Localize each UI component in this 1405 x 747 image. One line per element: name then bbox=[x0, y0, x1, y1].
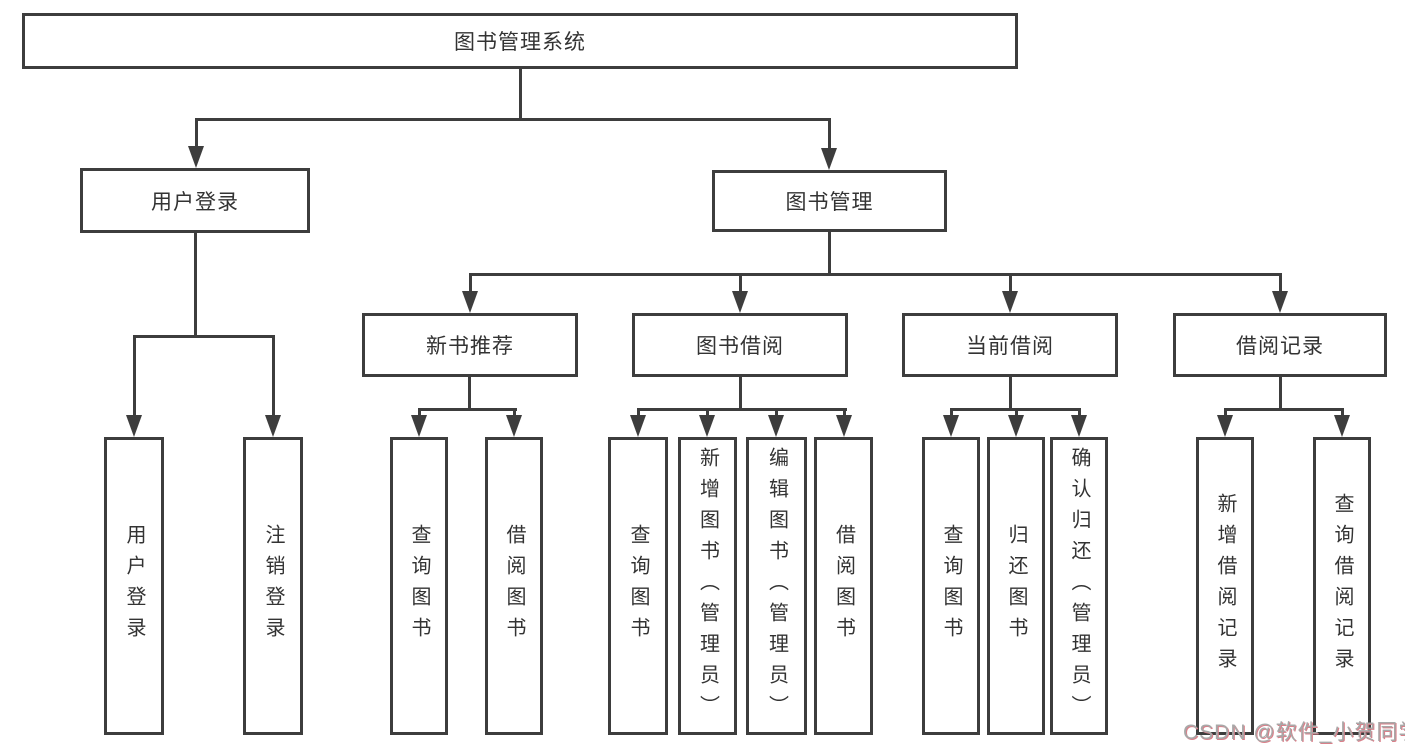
leaf-query-books: 查询图书 bbox=[608, 437, 668, 735]
connector-hline bbox=[637, 408, 847, 411]
connector-vline bbox=[1015, 408, 1018, 420]
connector-hline bbox=[1224, 408, 1344, 411]
leaf-logout: 注销登录 bbox=[243, 437, 303, 735]
leaf-label: 编辑图书（管理员） bbox=[765, 446, 788, 726]
arrow-down-icon bbox=[188, 146, 204, 168]
leaf-edit-books-admin: 编辑图书（管理员） bbox=[746, 437, 807, 735]
connector-vline bbox=[194, 233, 197, 335]
arrow-down-icon bbox=[1272, 291, 1288, 313]
leaf-query-borrow-record: 查询借阅记录 bbox=[1313, 437, 1371, 735]
leaf-user-login: 用户登录 bbox=[104, 437, 164, 735]
arrow-down-icon bbox=[732, 291, 748, 313]
leaf-borrow-books: 借阅图书 bbox=[814, 437, 873, 735]
leaf-label: 新增图书（管理员） bbox=[696, 446, 719, 726]
leaf-add-books-admin: 新增图书（管理员） bbox=[678, 437, 737, 735]
connector-vline bbox=[468, 377, 471, 408]
leaf-label: 查询图书 bbox=[940, 524, 962, 648]
arrow-down-icon bbox=[836, 415, 852, 437]
arrow-down-icon bbox=[506, 415, 522, 437]
node-new-book-recommend: 新书推荐 bbox=[362, 313, 578, 377]
node-library-system: 图书管理系统 bbox=[22, 13, 1018, 69]
connector-vline bbox=[739, 377, 742, 408]
arrow-down-icon bbox=[1008, 415, 1024, 437]
connector-vline bbox=[1224, 408, 1227, 420]
leaf-query-books: 查询图书 bbox=[390, 437, 448, 735]
connector-vline bbox=[1279, 377, 1282, 408]
leaf-label: 借阅图书 bbox=[503, 524, 525, 648]
connector-vline bbox=[469, 273, 472, 297]
connector-vline bbox=[133, 335, 136, 420]
connector-vline bbox=[513, 408, 516, 420]
connector-vline bbox=[775, 408, 778, 420]
leaf-return-books: 归还图书 bbox=[987, 437, 1045, 735]
node-label: 图书管理系统 bbox=[454, 31, 586, 54]
connector-vline bbox=[195, 118, 198, 151]
node-current-borrowing: 当前借阅 bbox=[902, 313, 1118, 377]
node-borrowing-records: 借阅记录 bbox=[1173, 313, 1387, 377]
arrow-down-icon bbox=[1002, 291, 1018, 313]
leaf-borrow-books: 借阅图书 bbox=[485, 437, 543, 735]
connector-vline bbox=[1009, 273, 1012, 297]
arrow-down-icon bbox=[699, 415, 715, 437]
connector-vline bbox=[272, 335, 275, 420]
connector-hline bbox=[133, 335, 275, 338]
arrow-down-icon bbox=[821, 148, 837, 170]
leaf-label: 查询借阅记录 bbox=[1331, 493, 1353, 679]
connector-vline bbox=[1009, 377, 1012, 408]
node-user-login: 用户登录 bbox=[80, 168, 310, 233]
node-label: 当前借阅 bbox=[966, 335, 1054, 358]
arrow-down-icon bbox=[630, 415, 646, 437]
connector-vline bbox=[1279, 273, 1282, 297]
node-label: 用户登录 bbox=[151, 190, 239, 214]
connector-vline bbox=[843, 408, 846, 420]
csdn-watermark: CSDN @软件_小贺同学 bbox=[1183, 721, 1405, 744]
connector-vline bbox=[1078, 408, 1081, 420]
arrow-down-icon bbox=[411, 415, 427, 437]
arrow-down-icon bbox=[1217, 415, 1233, 437]
node-label: 图书管理 bbox=[785, 191, 874, 214]
connector-hline bbox=[418, 408, 517, 411]
arrow-down-icon bbox=[1071, 415, 1087, 437]
leaf-label: 查询图书 bbox=[408, 524, 430, 648]
connector-hline bbox=[195, 118, 831, 121]
arrow-down-icon bbox=[768, 415, 784, 437]
connector-vline bbox=[828, 232, 831, 273]
leaf-label: 注销登录 bbox=[262, 524, 284, 648]
connector-vline bbox=[637, 408, 640, 420]
arrow-down-icon bbox=[943, 415, 959, 437]
node-book-management: 图书管理 bbox=[712, 170, 947, 232]
leaf-label: 确认归还（管理员） bbox=[1068, 446, 1090, 726]
arrow-down-icon bbox=[126, 415, 142, 437]
connector-vline bbox=[418, 408, 421, 420]
connector-vline bbox=[739, 273, 742, 297]
node-book-borrowing: 图书借阅 bbox=[632, 313, 848, 377]
connector-vline bbox=[706, 408, 709, 420]
leaf-label: 查询图书 bbox=[627, 524, 649, 648]
leaf-confirm-return-admin: 确认归还（管理员） bbox=[1050, 437, 1108, 735]
node-label: 图书借阅 bbox=[696, 335, 784, 358]
leaf-label: 归还图书 bbox=[1005, 524, 1027, 648]
connector-vline bbox=[519, 69, 522, 118]
connector-vline bbox=[828, 118, 831, 151]
arrow-down-icon bbox=[462, 291, 478, 313]
leaf-query-books: 查询图书 bbox=[922, 437, 980, 735]
node-label: 借阅记录 bbox=[1236, 335, 1324, 358]
node-label: 新书推荐 bbox=[426, 335, 514, 358]
leaf-label: 新增借阅记录 bbox=[1214, 493, 1236, 679]
connector-hline bbox=[469, 273, 1282, 276]
leaf-label: 借阅图书 bbox=[832, 524, 855, 648]
connector-vline bbox=[950, 408, 953, 420]
leaf-label: 用户登录 bbox=[123, 524, 145, 648]
arrow-down-icon bbox=[265, 415, 281, 437]
leaf-add-borrow-record: 新增借阅记录 bbox=[1196, 437, 1254, 735]
connector-vline bbox=[1341, 408, 1344, 420]
arrow-down-icon bbox=[1334, 415, 1350, 437]
